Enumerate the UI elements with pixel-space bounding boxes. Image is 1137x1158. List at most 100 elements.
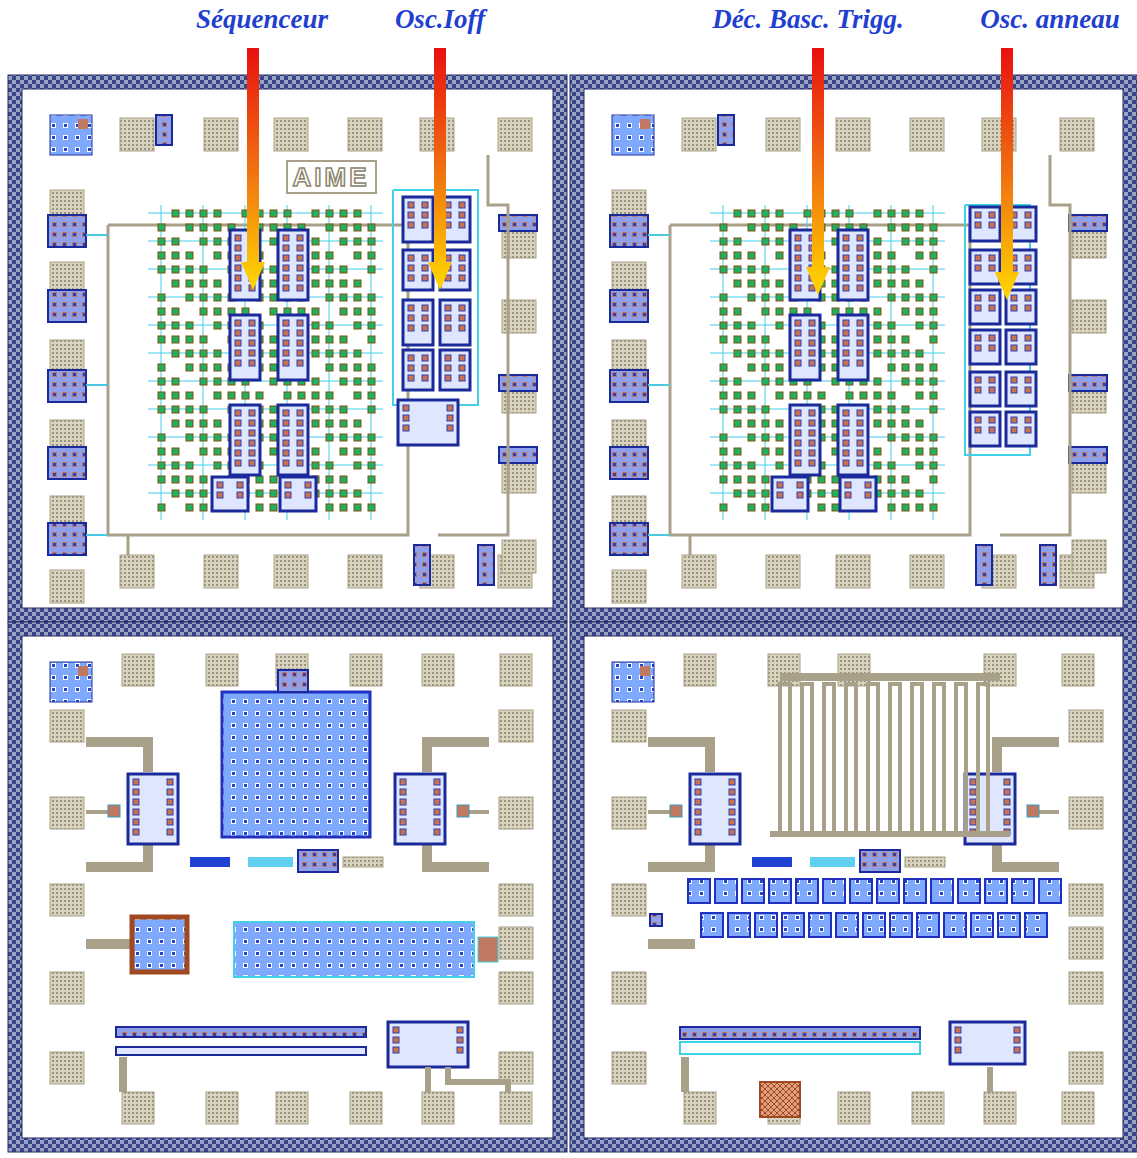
bond-pad — [350, 1092, 382, 1124]
via — [354, 392, 361, 399]
via — [214, 280, 221, 287]
via — [762, 350, 769, 357]
via — [916, 378, 923, 385]
via — [340, 336, 347, 343]
contact — [457, 1047, 463, 1053]
cell-array — [728, 913, 750, 937]
via — [874, 280, 881, 287]
via — [214, 392, 221, 399]
contact — [235, 450, 241, 456]
contact — [167, 789, 173, 795]
contact — [1011, 417, 1017, 423]
via — [748, 476, 755, 483]
contact — [857, 430, 863, 436]
contact — [989, 387, 995, 393]
via — [200, 406, 207, 413]
contact — [857, 450, 863, 456]
via — [200, 364, 207, 371]
via — [172, 476, 179, 483]
bond-pad — [612, 1052, 646, 1084]
contact — [795, 320, 801, 326]
bond-pad — [682, 118, 716, 151]
via — [748, 322, 755, 329]
via — [720, 406, 727, 413]
contact — [305, 492, 311, 498]
metal-route — [86, 742, 148, 772]
contact — [843, 320, 849, 326]
via — [354, 350, 361, 357]
bond-pad — [204, 118, 238, 151]
contact — [1025, 427, 1031, 433]
via — [874, 420, 881, 427]
via — [186, 392, 193, 399]
via — [930, 294, 937, 301]
contact — [975, 335, 981, 341]
via — [874, 238, 881, 245]
contact — [843, 410, 849, 416]
contact — [422, 255, 428, 261]
contact-array — [132, 917, 187, 972]
via — [326, 434, 333, 441]
bond-pad — [612, 972, 646, 1004]
via — [368, 308, 375, 315]
via — [312, 406, 319, 413]
via — [340, 224, 347, 231]
contact — [857, 350, 863, 356]
contact — [809, 340, 815, 346]
via — [326, 350, 333, 357]
contact — [795, 265, 801, 271]
metal-route — [765, 205, 766, 520]
via — [818, 392, 825, 399]
via — [762, 364, 769, 371]
comb-finger — [978, 684, 988, 834]
via — [930, 322, 937, 329]
via — [734, 238, 741, 245]
metal-route — [1037, 810, 1059, 814]
bond-pad — [50, 340, 84, 373]
contact — [422, 212, 428, 218]
transistor-block — [950, 1022, 1025, 1064]
via — [200, 504, 207, 511]
chip-logo: AIME — [286, 160, 377, 194]
transistor-block — [403, 300, 433, 345]
contact — [400, 779, 406, 785]
via — [172, 322, 179, 329]
metal-resistor — [905, 857, 945, 867]
via — [158, 238, 165, 245]
esd-block — [1069, 215, 1107, 231]
logo-block — [612, 115, 654, 155]
contact — [975, 255, 981, 261]
bond-pad — [50, 972, 84, 1004]
via — [720, 378, 727, 385]
bond-pad — [838, 654, 870, 686]
via — [748, 350, 755, 357]
esd-block — [976, 545, 992, 585]
via — [720, 294, 727, 301]
contact — [809, 410, 815, 416]
contact — [249, 460, 255, 466]
bond-pad — [1072, 300, 1106, 333]
via — [270, 266, 277, 273]
contact — [1025, 222, 1031, 228]
cell-array — [904, 879, 926, 903]
transistor-block — [212, 477, 248, 511]
via — [312, 378, 319, 385]
bond-pad — [912, 1092, 944, 1124]
via — [874, 336, 881, 343]
transistor-block — [970, 372, 1000, 406]
via — [916, 350, 923, 357]
cell-array — [782, 913, 804, 937]
metal-route — [987, 1067, 993, 1092]
via — [776, 280, 783, 287]
bond-pad — [500, 1092, 532, 1124]
via — [762, 294, 769, 301]
chip-quadrant — [570, 622, 1137, 1152]
via — [200, 210, 207, 217]
via — [214, 224, 221, 231]
bond-pad — [910, 118, 944, 151]
cell-array — [877, 879, 899, 903]
via — [270, 350, 277, 357]
via — [158, 336, 165, 343]
contact — [283, 235, 289, 241]
contact — [459, 275, 465, 281]
